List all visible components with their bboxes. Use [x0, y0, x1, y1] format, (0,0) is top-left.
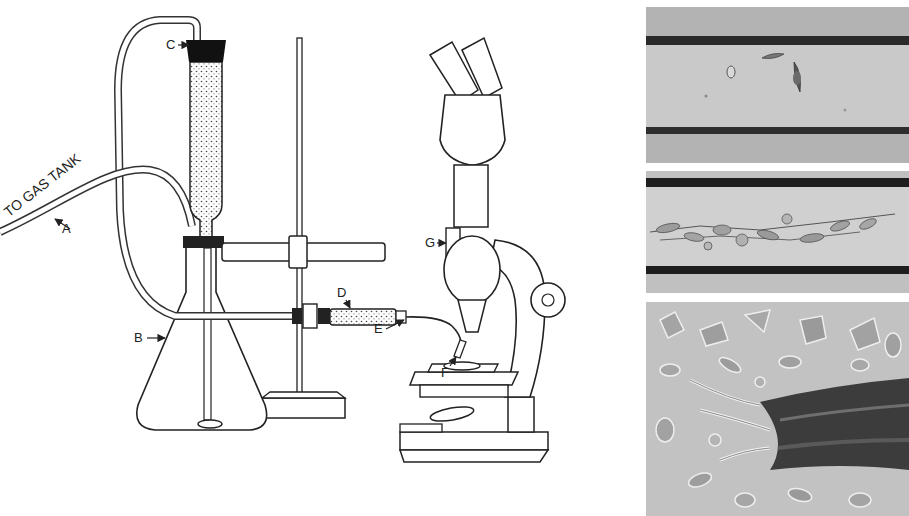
cell — [709, 434, 721, 446]
callout-letter: D — [337, 286, 346, 300]
capillary-wall — [646, 36, 909, 45]
cell — [793, 71, 801, 85]
cell — [858, 217, 878, 232]
cell — [755, 377, 765, 387]
cell — [717, 355, 743, 376]
capillary-wall — [646, 127, 909, 134]
cell — [660, 312, 684, 338]
callout-letter: G — [425, 236, 435, 250]
debris — [844, 109, 847, 112]
capillary-streak — [778, 440, 909, 448]
capillary-lumen — [646, 187, 909, 266]
objective-lens — [458, 300, 486, 332]
cell — [762, 54, 784, 59]
drying-column — [190, 62, 222, 238]
stand-base-top — [262, 392, 345, 398]
binocular-head — [440, 95, 505, 165]
hose-label: TO GAS TANK — [1, 151, 83, 219]
cell-network — [690, 380, 770, 460]
callout-letter: A — [62, 222, 71, 236]
micrograph-panel — [646, 7, 909, 163]
capillary-wall — [646, 178, 909, 187]
cell — [655, 222, 680, 235]
cell — [851, 359, 869, 371]
cell — [850, 318, 880, 350]
capillary-wall — [646, 266, 909, 274]
capillary-tube — [760, 378, 909, 470]
culture-dish — [444, 362, 480, 370]
microscope-mirror — [429, 404, 474, 423]
micrograph-panel — [646, 171, 909, 293]
stage-block — [420, 385, 508, 397]
nosepiece — [444, 236, 500, 304]
tube-fitting — [318, 308, 330, 324]
erlenmeyer-flask — [137, 248, 267, 430]
cell — [735, 493, 755, 507]
callout-letter: E — [374, 322, 383, 336]
gas-inlet-tube — [204, 248, 211, 420]
callout-letter: F — [441, 366, 449, 380]
cell — [713, 225, 731, 235]
focus-knob — [531, 283, 565, 317]
body-tube — [454, 165, 488, 227]
leader-arrow — [147, 337, 165, 338]
microscope-stage — [410, 372, 518, 385]
stand-base — [262, 398, 345, 418]
cell — [849, 493, 871, 507]
column-stopper — [186, 40, 226, 62]
cell — [704, 242, 712, 250]
flask-stopper — [183, 236, 224, 248]
filter-tube — [330, 309, 396, 325]
capillary-chamber — [454, 340, 466, 358]
microscope-pillar — [508, 397, 534, 432]
leader-arrow — [346, 300, 350, 308]
leader-arrow — [386, 320, 404, 329]
cell — [794, 62, 800, 92]
fine-tube — [406, 317, 461, 342]
microscope-foot — [400, 424, 442, 432]
eyepiece — [462, 38, 502, 98]
cell-process — [650, 214, 895, 232]
cell — [756, 228, 779, 241]
microscope-base — [400, 432, 548, 450]
cell — [700, 322, 728, 346]
leader-arrow — [437, 242, 446, 243]
capillary-streak — [780, 405, 909, 420]
tube-fitting — [303, 304, 317, 328]
callout-letter: C — [166, 38, 175, 52]
leader-arrow — [178, 44, 189, 45]
cell — [885, 333, 901, 357]
cell — [683, 231, 704, 242]
micrograph-panel — [646, 302, 909, 516]
cell — [800, 316, 826, 344]
microscope-base-edge — [400, 450, 548, 462]
cell — [656, 418, 674, 442]
focus-knob-hub — [542, 294, 554, 306]
tube-fitting — [292, 308, 302, 324]
cell — [829, 219, 851, 233]
cell — [782, 214, 792, 224]
leader-arrow — [450, 357, 456, 366]
cell — [787, 486, 813, 504]
clamp-boss — [289, 236, 307, 268]
cell — [779, 356, 801, 368]
cell — [727, 66, 735, 78]
cell — [736, 234, 748, 246]
debris — [705, 95, 708, 98]
cell-network — [690, 380, 770, 460]
cell — [745, 310, 770, 332]
callout-letter: B — [134, 331, 143, 345]
gas-dispersion-disk — [198, 420, 222, 428]
cell — [800, 232, 825, 243]
cell — [687, 470, 714, 489]
cell — [660, 364, 680, 376]
stand-rod — [297, 38, 302, 400]
capillary-lumen — [646, 45, 909, 127]
